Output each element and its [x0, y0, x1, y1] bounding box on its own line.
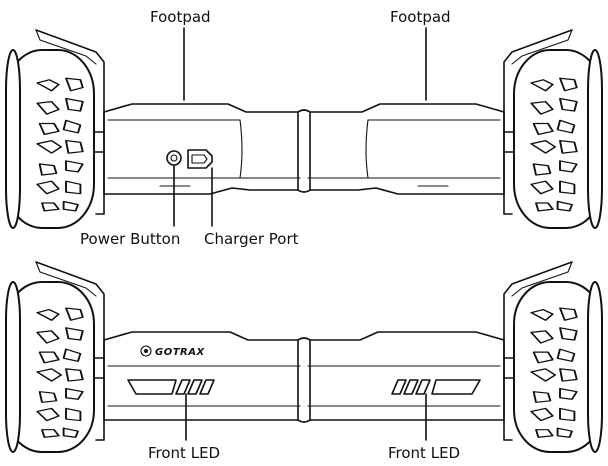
label-charger-port: Charger Port: [204, 230, 299, 248]
led-bar-icon: [127, 379, 215, 395]
label-front-led-left: Front LED: [148, 444, 221, 462]
wheel-icon: [513, 281, 603, 453]
label-front-led-right: Front LED: [388, 444, 461, 462]
label-footpad-right: Footpad: [390, 8, 451, 26]
hoverboard-bottom: GOTRAX: [5, 261, 603, 453]
svg-text:GOTRAX: GOTRAX: [155, 347, 205, 358]
label-footpad-left: Footpad: [150, 8, 211, 26]
charger-port-icon: [187, 149, 213, 169]
wheel-icon: [5, 49, 95, 229]
wheel-icon: [513, 49, 603, 229]
label-power-button: Power Button: [80, 230, 181, 248]
power-button-icon: [166, 150, 182, 166]
hoverboard-top: [5, 27, 603, 229]
brand-logo-icon: GOTRAX: [140, 345, 205, 358]
wheel-icon: [5, 281, 95, 453]
led-bar-icon: [391, 379, 481, 395]
